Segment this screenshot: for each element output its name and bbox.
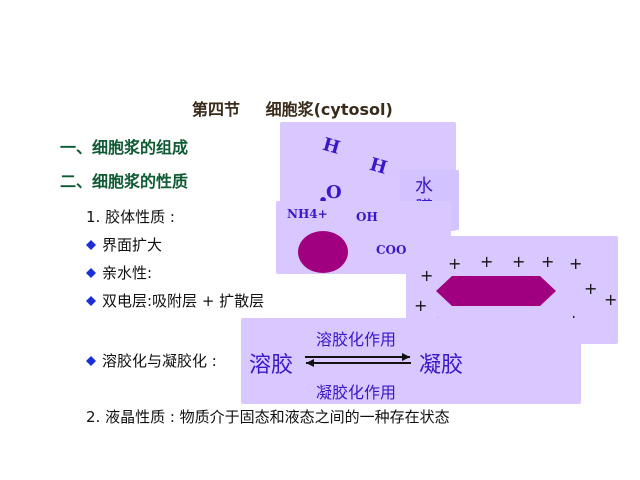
bullet-hydrophilicity: 亲水性: <box>86 262 152 283</box>
plus-10: + <box>604 290 618 309</box>
plus-6: + <box>420 266 434 285</box>
diamond-bullet-icon-svg <box>86 356 96 366</box>
diamond-bullet-icon-svg <box>86 240 96 250</box>
heading-composition: 一、细胞浆的组成 <box>60 138 189 157</box>
bullet-electric-double-layer: 双电层:吸附层 + 扩散层 <box>86 290 264 311</box>
plus-7: + <box>584 279 598 298</box>
charged-particle-shape <box>436 276 556 306</box>
diamond-bullet-icon <box>86 356 96 366</box>
colloid-particle-disc <box>298 231 348 273</box>
diamond-bullet-icon-svg <box>86 268 96 278</box>
double-arrow-icon <box>305 353 411 367</box>
plus-1: + <box>448 254 462 273</box>
sol-gel-panel <box>241 318 581 404</box>
liquid-crystal-item: 2. 液晶性质 : 物质介于固态和液态之间的一种存在状态 <box>86 408 450 426</box>
title-section: 第四节 <box>192 100 241 119</box>
diamond-bullet-icon-svg <box>86 296 96 306</box>
dot-1: • <box>318 191 328 210</box>
title-topic: 细胞浆(cytosol) <box>265 100 393 119</box>
nh4-label: NH4+ <box>287 207 328 221</box>
bullet-interface-expansion: 界面扩大 <box>86 234 162 255</box>
sol-to-gel-process-top: 溶胶化作用 <box>316 330 397 349</box>
bullet-label-hydrophilicity: 亲水性: <box>102 264 153 282</box>
heading-properties: 二、细胞浆的性质 <box>60 172 189 191</box>
bullet-label-sol-gel: 溶胶化与凝胶化 : <box>102 352 217 370</box>
diamond-bullet-icon <box>86 268 96 278</box>
bullet-sol-gel: 溶胶化与凝胶化 : <box>86 350 217 371</box>
sol-label: 溶胶 <box>249 353 294 378</box>
plus-2: + <box>480 252 494 271</box>
slide-title: 第四节 细胞浆(cytosol) <box>192 96 393 120</box>
bullet-label-electric-double-layer: 双电层:吸附层 + 扩散层 <box>102 292 265 310</box>
plus-3: + <box>512 252 526 271</box>
colloid-properties-item: 1. 胶体性质 : <box>86 208 175 226</box>
plus-4: + <box>541 252 555 271</box>
water-o: O <box>326 182 342 203</box>
gel-label: 凝胶 <box>419 353 464 378</box>
nh4-text: NH4+ <box>287 207 328 221</box>
plus-8: + <box>414 296 428 315</box>
bullet-label-interface-expansion: 界面扩大 <box>102 236 163 254</box>
diamond-bullet-icon <box>86 240 96 250</box>
sol-to-gel-process-bottom: 凝胶化作用 <box>316 383 397 402</box>
oh-label: OH <box>356 210 378 224</box>
diamond-bullet-icon <box>86 296 96 306</box>
plus-5: + <box>569 254 583 273</box>
